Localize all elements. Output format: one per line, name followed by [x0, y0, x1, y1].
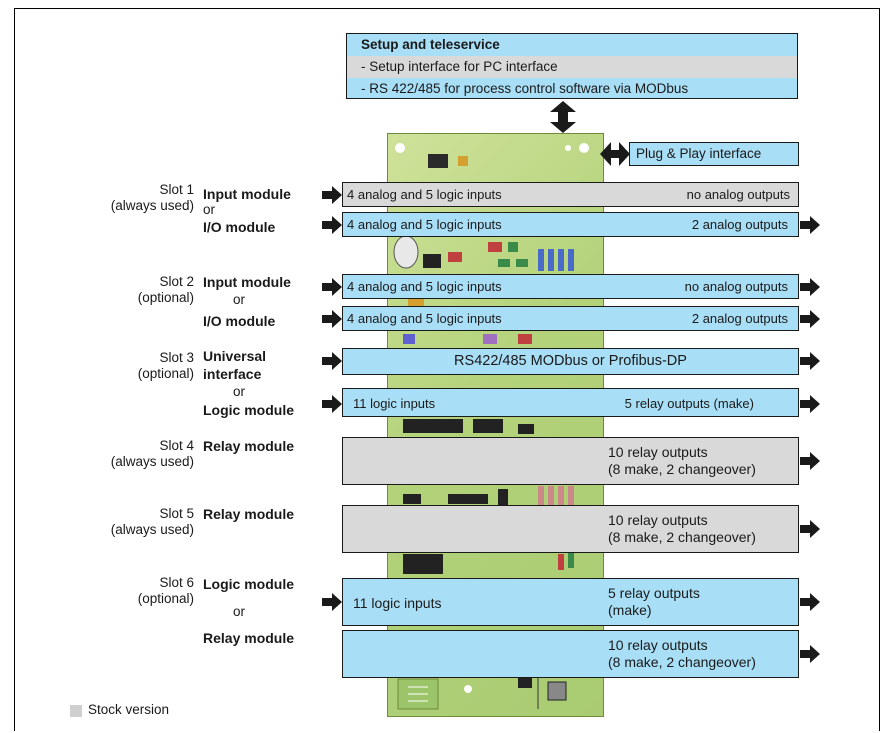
output-arrow-icon: [800, 520, 820, 538]
double-arrow-horizontal-icon: [600, 142, 630, 166]
input-arrow-icon: [322, 593, 342, 611]
slot-2-input-bar: 4 analog and 5 logic inputs no analog ou…: [342, 274, 799, 299]
output-arrow-icon: [800, 395, 820, 413]
legend-label: Stock version: [88, 702, 170, 717]
diagram-frame: [14, 8, 880, 731]
slot-4-label: Slot 4(always used): [110, 438, 194, 469]
slot-5-label: Slot 5(always used): [110, 506, 194, 537]
slot-6-relay-bar: 10 relay outputs(8 make, 2 changeover): [342, 630, 799, 678]
double-arrow-vertical-icon: [550, 101, 576, 133]
output-arrow-icon: [800, 645, 820, 663]
output-arrow-icon: [800, 310, 820, 328]
setup-line-2: - RS 422/485 for process control softwar…: [361, 81, 689, 96]
input-arrow-icon: [322, 186, 342, 204]
slot-4-relay-bar: 10 relay outputs(8 make, 2 changeover): [342, 437, 799, 485]
slot-1-or: or: [203, 202, 216, 217]
slot-2-label: Slot 2(optional): [137, 274, 194, 305]
slot-2-io-module: I/O module: [203, 313, 276, 329]
input-arrow-icon: [322, 352, 342, 370]
slot-3-or: or: [233, 384, 246, 399]
slot-3-logic-module: Logic module: [203, 402, 294, 418]
input-arrow-icon: [322, 310, 342, 328]
slot-6-label: Slot 6(optional): [137, 575, 194, 606]
slot-6-logic-bar: 11 logic inputs 5 relay outputs(make): [342, 578, 799, 626]
slot-6-or: or: [233, 604, 246, 619]
output-arrow-icon: [800, 216, 820, 234]
setup-teleservice-box: Setup and teleservice - Setup interface …: [346, 33, 798, 99]
slot-3-universal-module-line2: interface: [203, 366, 262, 382]
slot-3-logic-bar: 11 logic inputs 5 relay outputs (make): [342, 388, 799, 417]
slot-3-universal-module: Universal: [203, 348, 267, 364]
slot-1-io-bar: 4 analog and 5 logic inputs 2 analog out…: [342, 212, 799, 237]
slot-2-io-bar: 4 analog and 5 logic inputs 2 analog out…: [342, 306, 799, 331]
slot-2-or: or: [233, 292, 246, 307]
slot-3-universal-bar: RS422/485 MODbus or Profibus-DP: [342, 348, 799, 375]
slot-5-relay-module: Relay module: [203, 506, 295, 522]
slot-1-label: Slot 1(always used): [110, 182, 194, 213]
slot-3-label: Slot 3(optional): [137, 350, 194, 381]
legend-swatch: [70, 705, 82, 717]
slot-5-relay-bar: 10 relay outputs(8 make, 2 changeover): [342, 505, 799, 553]
output-arrow-icon: [800, 593, 820, 611]
slot-1-io-module: I/O module: [203, 219, 276, 235]
plug-play-interface-box: Plug & Play interface: [629, 142, 799, 166]
setup-title: Setup and teleservice: [361, 37, 500, 52]
input-arrow-icon: [322, 278, 342, 296]
input-arrow-icon: [322, 216, 342, 234]
output-arrow-icon: [800, 352, 820, 370]
setup-line-1: - Setup interface for PC interface: [347, 56, 797, 78]
slot-4-relay-module: Relay module: [203, 438, 295, 454]
slot-6-logic-module: Logic module: [203, 576, 294, 592]
slot-2-input-module: Input module: [203, 274, 291, 290]
output-arrow-icon: [800, 278, 820, 296]
slot-1-input-module: Input module: [203, 186, 291, 202]
slot-1-input-bar: 4 analog and 5 logic inputs no analog ou…: [342, 182, 799, 207]
output-arrow-icon: [800, 452, 820, 470]
input-arrow-icon: [322, 395, 342, 413]
slot-6-relay-module: Relay module: [203, 630, 295, 646]
